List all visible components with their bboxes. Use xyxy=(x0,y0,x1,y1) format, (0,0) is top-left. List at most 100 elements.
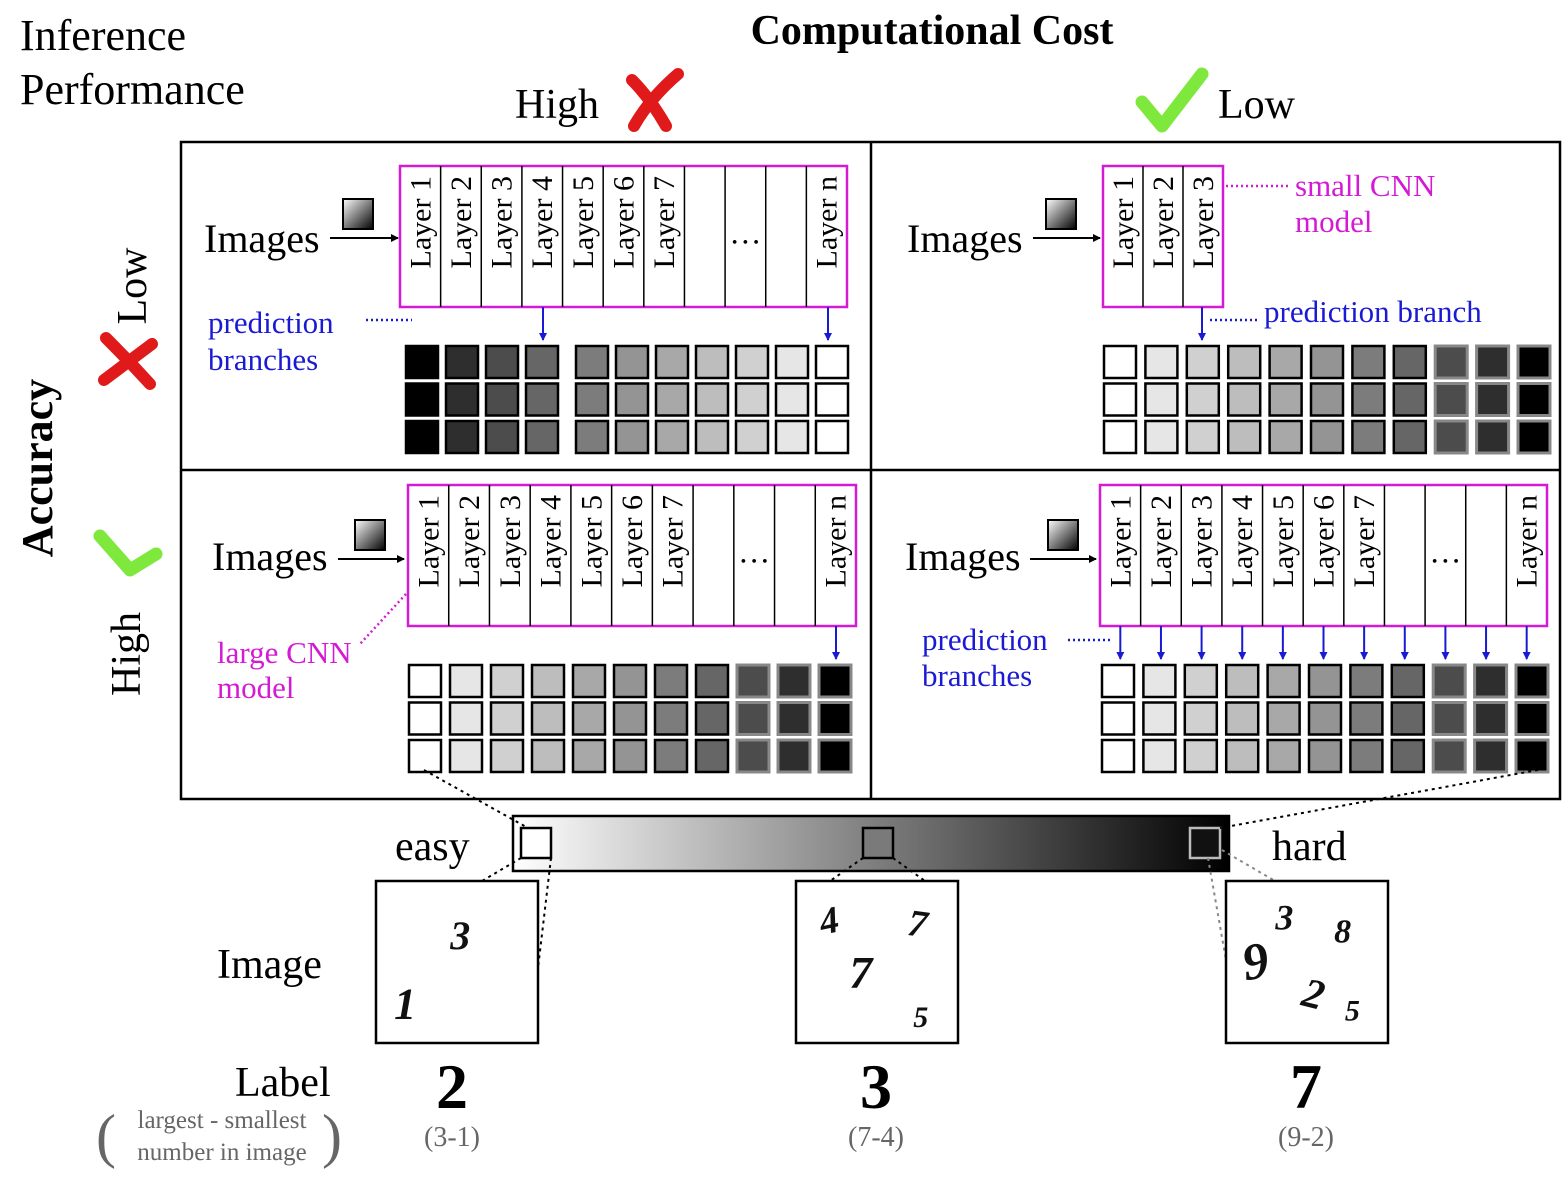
prediction-cell xyxy=(1307,701,1343,736)
cost-low-label: Low xyxy=(1218,82,1296,128)
layer-label: Layer 2 xyxy=(1145,495,1178,587)
prediction-cell xyxy=(1266,701,1301,736)
image-thumbnail-icon xyxy=(1045,198,1077,230)
prediction-cell xyxy=(444,344,480,380)
images-label: Images xyxy=(212,534,328,579)
prediction-cell xyxy=(653,701,689,736)
label-note-paren-open: ( xyxy=(96,1103,116,1169)
prediction-cell xyxy=(1516,344,1552,380)
prediction-cell xyxy=(694,419,730,455)
prediction-cell xyxy=(614,382,650,417)
layer-label: Layer 3 xyxy=(486,176,519,268)
prediction-cell xyxy=(612,738,648,774)
prediction-cell xyxy=(694,738,730,774)
hard-label: hard xyxy=(1272,824,1347,870)
connector-lines xyxy=(423,769,1539,969)
prediction-cell xyxy=(654,419,690,455)
prediction-cell xyxy=(1349,701,1384,736)
cross-icon xyxy=(626,68,684,132)
prediction-cell xyxy=(571,663,607,699)
prediction-cell xyxy=(814,382,850,417)
prediction-cell xyxy=(1514,738,1550,774)
layer-label: Layer n xyxy=(820,495,853,587)
prediction-cell xyxy=(1431,701,1467,736)
prediction-cell xyxy=(1185,382,1221,417)
prediction-cell xyxy=(524,382,560,417)
prediction-branch-label: prediction branch xyxy=(1264,294,1482,329)
prediction-cell xyxy=(574,382,610,417)
prediction-cell xyxy=(1431,663,1467,699)
prediction-cell xyxy=(448,701,484,736)
accuracy-low-label: Low xyxy=(110,247,156,325)
prediction-cell xyxy=(1351,419,1386,455)
prediction-cell xyxy=(817,663,853,699)
prediction-cell xyxy=(1100,701,1136,736)
example-label-calc: (7-4) xyxy=(848,1122,904,1153)
prediction-cell xyxy=(524,344,560,380)
example-image xyxy=(374,879,540,1045)
prediction-cell xyxy=(1226,344,1262,380)
prediction-cell xyxy=(776,701,812,736)
prediction-branches-label: prediction xyxy=(922,622,1048,657)
handwritten-digit: 3 xyxy=(1274,898,1293,938)
layer-label: Layer 5 xyxy=(1267,495,1300,587)
layer-label: Layer 6 xyxy=(608,176,641,268)
images-label: Images xyxy=(905,534,1021,579)
prediction-cell xyxy=(776,663,812,699)
prediction-cell xyxy=(404,419,440,455)
prediction-cell xyxy=(489,701,525,736)
prediction-cell xyxy=(817,701,853,736)
prediction-cell xyxy=(1142,663,1177,699)
prediction-cell xyxy=(1226,419,1262,455)
prediction-cell xyxy=(1183,738,1219,774)
prediction-grid xyxy=(407,663,853,774)
prediction-cell xyxy=(484,382,520,417)
difficulty-bar xyxy=(511,814,1231,873)
prediction-cell xyxy=(1351,382,1386,417)
quadrant-grid xyxy=(179,140,1562,801)
check-icon xyxy=(93,529,163,577)
prediction-cell xyxy=(1392,382,1428,417)
prediction-cell xyxy=(444,419,480,455)
layer-label: Layer 2 xyxy=(1147,176,1180,268)
prediction-branches-label: prediction xyxy=(208,305,334,340)
prediction-cell xyxy=(574,344,610,380)
prediction-cell xyxy=(1433,382,1469,417)
layer-label: Layer 1 xyxy=(1107,176,1140,268)
example-image xyxy=(794,879,960,1045)
handwritten-digit: 8 xyxy=(1334,914,1351,951)
prediction-cell xyxy=(734,344,770,380)
example-label-calc: (9-2) xyxy=(1278,1122,1334,1153)
prediction-cell xyxy=(774,419,810,455)
prediction-cell xyxy=(1142,738,1177,774)
prediction-cell xyxy=(571,701,607,736)
prediction-cell xyxy=(1431,738,1467,774)
prediction-cell xyxy=(404,344,440,380)
prediction-cell xyxy=(1266,663,1301,699)
layer-label: Layer 6 xyxy=(616,495,649,587)
prediction-cell xyxy=(1185,419,1221,455)
example-label-calc: (3-1) xyxy=(424,1122,480,1153)
layer-label: Layer 4 xyxy=(535,495,568,587)
prediction-cell xyxy=(407,701,443,736)
prediction-cell xyxy=(489,738,525,774)
prediction-cell xyxy=(1268,344,1303,380)
layer-label: Layer n xyxy=(1511,495,1544,587)
prediction-cell xyxy=(735,701,771,736)
layer-label: Layer 3 xyxy=(1186,495,1219,587)
prediction-cell xyxy=(448,663,484,699)
prediction-cell xyxy=(653,738,689,774)
prediction-cell xyxy=(694,663,730,699)
image-thumbnail-icon xyxy=(342,198,374,230)
prediction-cell xyxy=(1433,419,1469,455)
prediction-cell xyxy=(1183,663,1219,699)
label-note-paren-close: ) xyxy=(322,1103,342,1169)
prediction-cell xyxy=(1473,701,1509,736)
prediction-cell xyxy=(530,738,566,774)
prediction-cell xyxy=(1100,663,1136,699)
prediction-cell xyxy=(612,663,648,699)
